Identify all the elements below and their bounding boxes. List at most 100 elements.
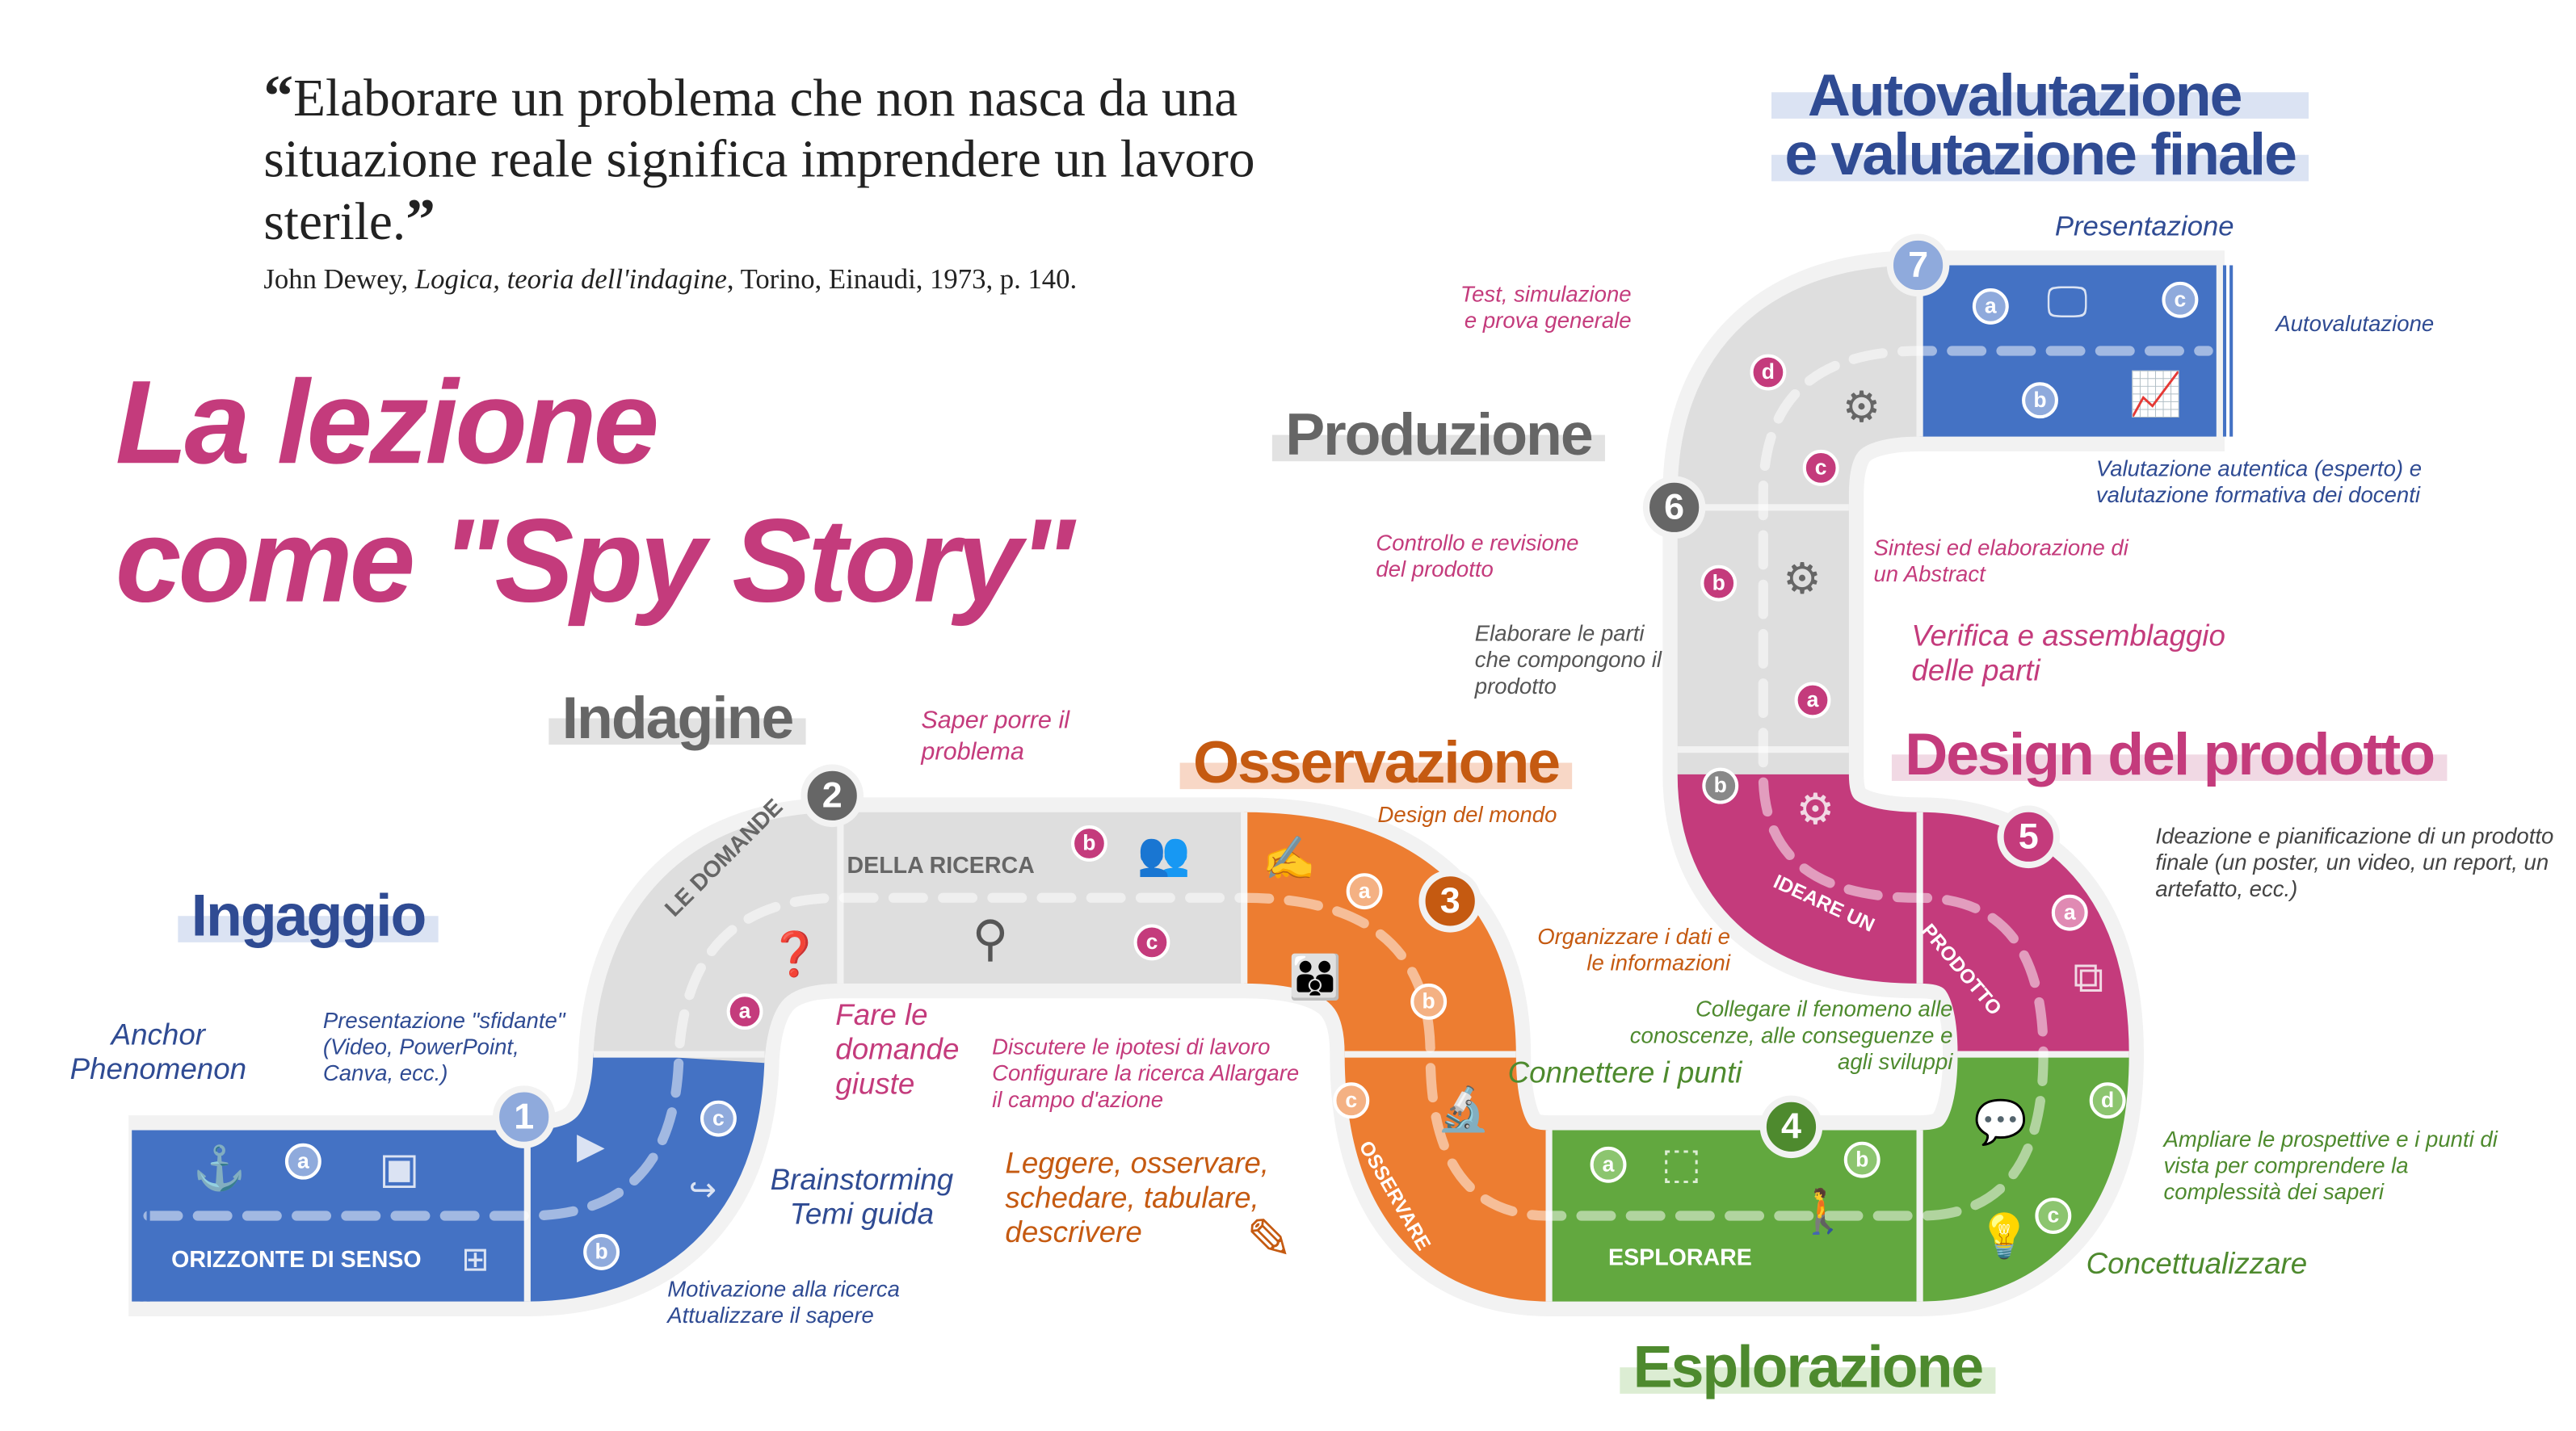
annotation-motivazione: Motivazione alla ricerca Attualizzare il… <box>667 1277 900 1328</box>
team-gear-icon: ⚙ <box>1796 784 1835 834</box>
main-title: La lezione come "Spy Story" <box>115 355 1075 632</box>
badge-2c: c <box>1133 924 1170 961</box>
phase-label: Produzione <box>1285 400 1593 468</box>
main-title-line2: come "Spy Story" <box>115 496 1075 628</box>
badge-6b: b <box>1700 564 1738 602</box>
badge-4c: c <box>2035 1198 2072 1234</box>
badge-4b: b <box>1843 1141 1881 1178</box>
badge-3a: a <box>1346 873 1383 910</box>
anchor-icon: ⚓ <box>192 1143 246 1193</box>
step-6: 6 <box>1642 476 1706 539</box>
diagram-icon: ⧉ <box>2073 952 2104 1002</box>
annotation-sintesi: Sintesi ed elaborazione di un Abstract <box>1873 535 2128 587</box>
vector-icon: ⬚ <box>1661 1138 1702 1188</box>
phase-title-ingaggio: Ingaggio <box>178 886 439 946</box>
annotation-connettere: Connettere i punti <box>1507 1055 1742 1089</box>
badge-1b: b <box>583 1233 620 1270</box>
presenter-icon: ▣ <box>379 1143 420 1193</box>
presentation-icon: 🖵 <box>2046 276 2088 326</box>
road-label-ricerca: DELLA RICERCA <box>847 851 1035 879</box>
phase-label: Indagine <box>561 683 795 752</box>
citation-author: John Dewey, <box>263 263 409 296</box>
annotation-valutazione: Valutazione autentica (esperto) e valuta… <box>2095 456 2423 508</box>
phase-label: Autovalutazione <box>1807 61 2243 129</box>
badge-7b: b <box>2022 382 2058 419</box>
quote-text: Elaborare un problema che non nasca da u… <box>263 67 1255 251</box>
quote: “Elaborare un problema che non nasca da … <box>263 62 1384 253</box>
main-title-line1: La lezione <box>115 357 659 489</box>
phase-title-indagine: Indagine <box>548 688 806 748</box>
road-label-orizzonte: ORIZZONTE DI SENSO <box>171 1245 422 1272</box>
annotation-saper-porre: Saper porre il problema <box>921 707 1070 766</box>
badge-1c: c <box>700 1100 737 1137</box>
quote-citation: John Dewey, Logica, teoria dell'indagine… <box>263 263 1077 296</box>
search-icon: ⚲ <box>972 913 1009 967</box>
badge-3b: b <box>1410 983 1448 1020</box>
users-icon: 👥 <box>1137 829 1191 879</box>
annotation-anchor: Anchor Phenomenon <box>69 1018 247 1086</box>
annotation-verifica: Verifica e assemblaggio delle parti <box>1911 619 2225 687</box>
chat-icon: 💬 <box>1973 1097 2028 1147</box>
lightbulb-icon: 💡 <box>1977 1211 2032 1261</box>
quote-open-mark: “ <box>263 62 294 129</box>
question-icon: ❓ <box>767 929 822 979</box>
annotation-leggere: Leggere, osservare, schedare, tabulare, … <box>1005 1146 1269 1249</box>
gears-icon: ⚙ <box>1783 553 1822 603</box>
badge-5b: b <box>1702 767 1739 804</box>
badge-5a: a <box>2051 894 2088 931</box>
video-play-icon: ▶ <box>577 1125 605 1167</box>
annotation-ampliare: Ampliare le prospettive e i punti di vis… <box>2163 1127 2498 1205</box>
badge-7a: a <box>1972 288 2009 325</box>
hiker-icon: 🚶 <box>1796 1186 1850 1236</box>
badge-1a: a <box>284 1143 321 1180</box>
citation-book: Logica, teoria dell'indagine <box>414 263 727 296</box>
microscope-icon: 🔬 <box>1436 1084 1490 1134</box>
step-2: 2 <box>801 764 864 828</box>
chart-icon: 📈 <box>2128 368 2183 419</box>
badge-6d: d <box>1750 354 1787 391</box>
step-7: 7 <box>1886 233 1950 297</box>
badge-7c: c <box>2162 281 2199 318</box>
badge-2b: b <box>1071 825 1107 862</box>
annotation-concettualizzare: Concettualizzare <box>2086 1247 2308 1281</box>
annotation-elaborare-parti: Elaborare le parti che compongono il pro… <box>1474 621 1662 699</box>
phase-label: Ingaggio <box>191 881 427 950</box>
annotation-presentazione-sfidante: Presentazione "sfidante" (Video, PowerPo… <box>322 1008 565 1086</box>
step-3: 3 <box>1418 870 1481 933</box>
badge-2a: a <box>726 993 763 1030</box>
phase-label: Esplorazione <box>1633 1332 1985 1400</box>
badge-6c: c <box>1802 449 1839 486</box>
phase-title-osservazione: Osservazione <box>1179 732 1573 792</box>
citation-publisher: , Torino, Einaudi, 1973, p. 140. <box>726 263 1078 296</box>
sitemap-icon: ⊞ <box>461 1242 490 1279</box>
annotation-discutere: Discutere le ipotesi di lavoro Configura… <box>992 1034 1300 1112</box>
badge-3c: c <box>1333 1082 1370 1119</box>
annotation-fare-domande: Fare le domande giuste <box>835 998 960 1101</box>
road-label-esplorare: ESPLORARE <box>1608 1244 1752 1270</box>
step-5: 5 <box>1997 805 2060 869</box>
annotation-test: Test, simulazione e prova generale <box>1460 281 1632 334</box>
badge-4d: d <box>2089 1082 2126 1119</box>
step-4: 4 <box>1759 1095 1823 1159</box>
quote-close-mark: ” <box>406 186 435 253</box>
annotation-ideazione: Ideazione e pianificazione di un prodott… <box>2155 824 2554 901</box>
annotation-collegare: Collegare il fenomeno alle conoscenze, a… <box>1629 997 1953 1075</box>
annotation-autovalutazione: Autovalutazione <box>2276 311 2435 337</box>
phase-label: e valutazione finale <box>1784 120 2297 188</box>
share-arrow-icon: ↪ <box>688 1173 716 1210</box>
annotation-organizzare: Organizzare i dati e le informazioni <box>1537 924 1730 976</box>
user-edit-icon: ✍ <box>1262 833 1316 883</box>
phase-title-esplorazione: Esplorazione <box>1620 1337 1996 1396</box>
annotation-presentazione: Presentazione <box>2054 211 2234 242</box>
edit-icon: ✎ <box>1246 1209 1293 1272</box>
badge-4a: a <box>1590 1146 1627 1183</box>
badge-6a: a <box>1794 682 1831 719</box>
phase-label: Design del prodotto <box>1905 720 2435 788</box>
step-1: 1 <box>492 1085 556 1148</box>
annotation-brainstorming: Brainstorming Temi guida <box>770 1163 954 1231</box>
phase-label: Osservazione <box>1192 728 1561 796</box>
group-icon: 👪 <box>1288 952 1343 1002</box>
